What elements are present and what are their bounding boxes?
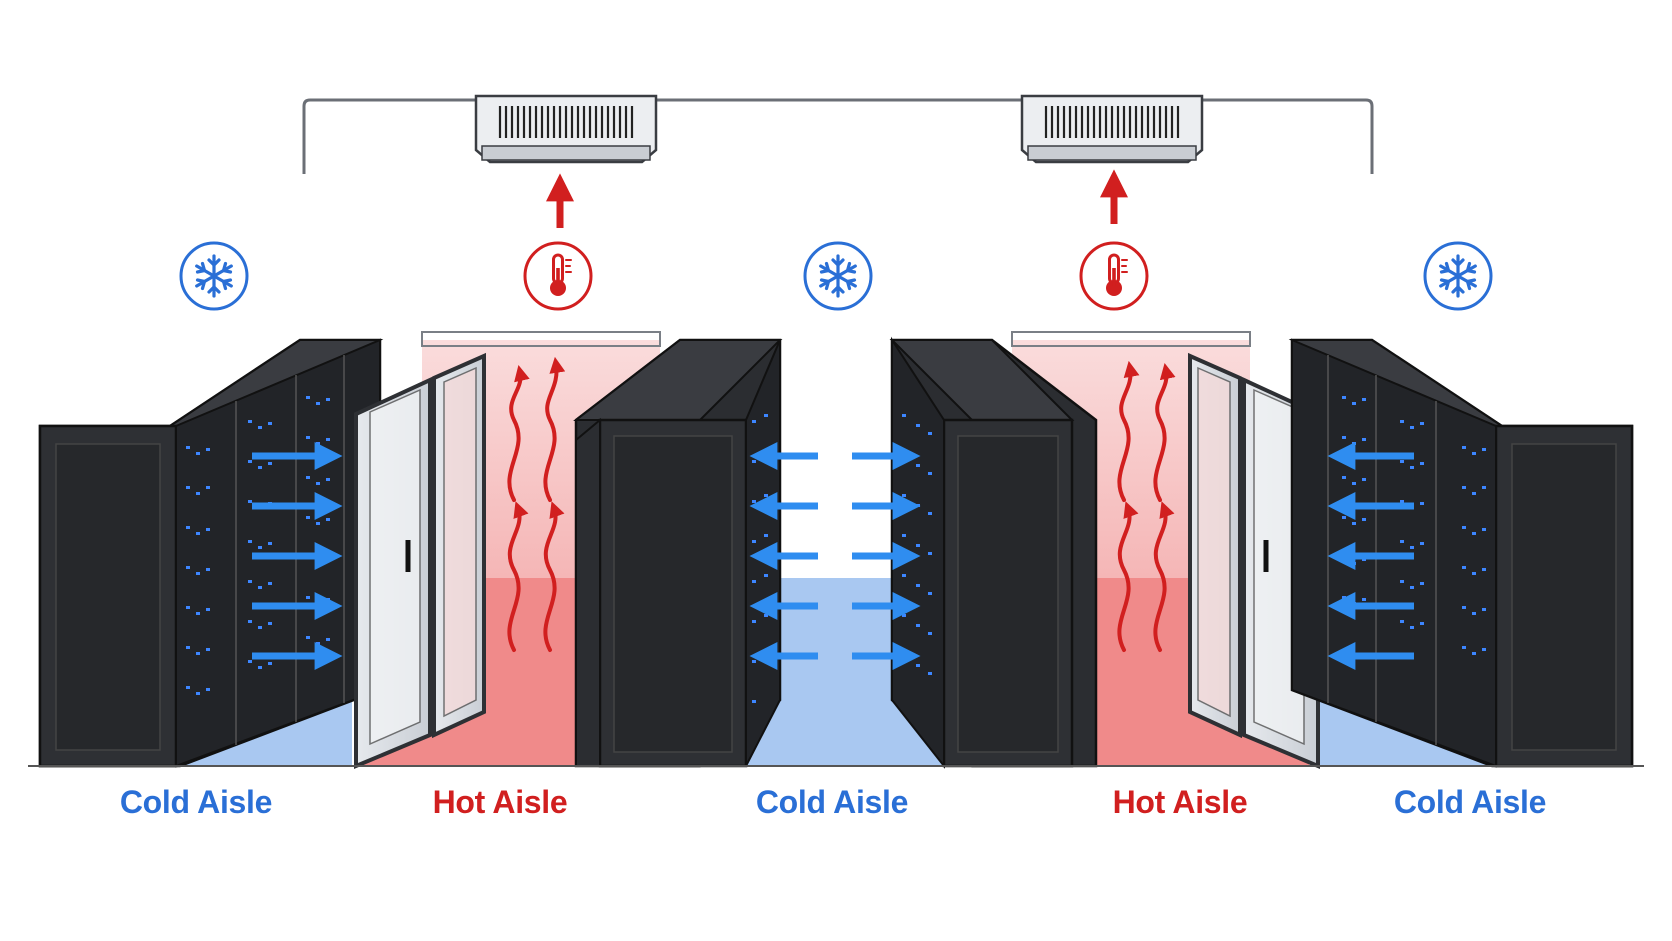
- ceiling-ac-unit-right: [1020, 94, 1204, 164]
- wavy-arrow-icon: [1153, 362, 1176, 502]
- thermometer-icon: [523, 241, 593, 311]
- server-rack-row-center-right: [889, 336, 1098, 769]
- wavy-arrow-icon: [543, 356, 566, 502]
- wavy-arrow-icon: [507, 364, 530, 502]
- hot-airflow-arrows-left: [507, 356, 566, 652]
- wavy-arrow-icon: [1117, 501, 1139, 652]
- cold-airflow-arrows-left: [252, 442, 343, 670]
- ceiling-ac-unit-left: [474, 94, 658, 164]
- snowflake-icon: [179, 241, 249, 311]
- snowflake-icon: [1423, 241, 1493, 311]
- cold-airflow-arrows-center: [749, 442, 921, 670]
- return-air-duct: [302, 98, 1374, 174]
- wavy-arrow-icon: [1117, 360, 1140, 502]
- containment-doors-right: [1188, 352, 1320, 770]
- server-rack-row-center-left: [573, 338, 783, 768]
- wavy-arrow-icon: [507, 501, 529, 652]
- hot-airflow-arrows-right: [1117, 360, 1176, 652]
- cold-airflow-arrows-right: [1327, 442, 1414, 670]
- thermometer-icon: [1079, 241, 1149, 311]
- containment-doors-left: [354, 352, 486, 770]
- snowflake-icon: [803, 241, 873, 311]
- wavy-arrow-icon: [543, 501, 565, 652]
- wavy-arrow-icon: [1153, 501, 1175, 652]
